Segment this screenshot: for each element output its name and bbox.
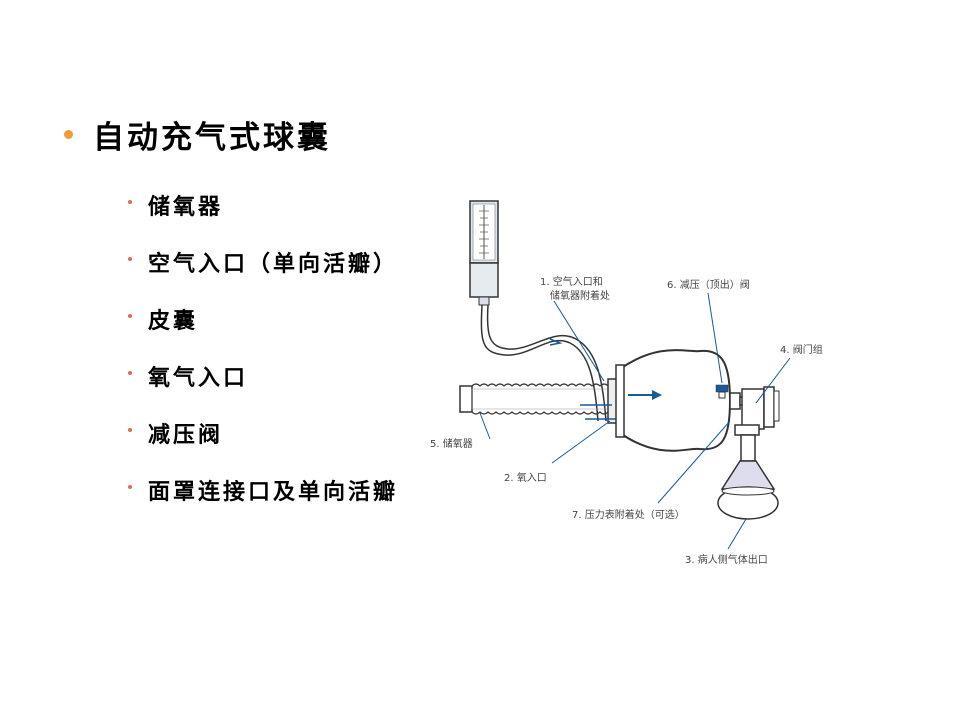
list-item-text: 皮囊 bbox=[148, 307, 199, 334]
list-item-text: 储氧器 bbox=[148, 193, 224, 220]
label-patient-outlet: 3. 病人侧气体出口 bbox=[685, 553, 768, 565]
label-air-inlet: 1. 空气入口和 bbox=[540, 275, 603, 288]
leader-line-2 bbox=[551, 420, 611, 464]
list-item-text: 减压阀 bbox=[148, 421, 224, 448]
leader-line-1 bbox=[553, 300, 605, 382]
label-valve-assembly: 4. 阀门组 bbox=[780, 343, 823, 356]
label-reservoir: 5. 储氧器 bbox=[430, 437, 473, 450]
reservoir-gauge-icon bbox=[469, 200, 499, 306]
list-item: 储氧器 bbox=[128, 176, 398, 233]
list-item: 减压阀 bbox=[128, 404, 398, 461]
component-list: 储氧器 空气入口（单向活瓣） 皮囊 氧气入口 减压阀 面罩连接口及单向活瓣 bbox=[128, 176, 398, 518]
reservoir-tube bbox=[459, 383, 617, 415]
valve-assembly-icon bbox=[734, 386, 780, 462]
leader-line-4 bbox=[755, 357, 791, 404]
bag-valve-mask-diagram: 1. 空气入口和 储氧器附着处 2. 氧入口 3. 病人侧气体出口 4. 阀门组… bbox=[430, 193, 835, 565]
list-item-text: 空气入口（单向活瓣） bbox=[148, 250, 399, 277]
list-item-text: 氧气入口 bbox=[148, 364, 249, 391]
label-air-inlet-2: 储氧器附着处 bbox=[550, 289, 610, 302]
list-item: 氧气入口 bbox=[128, 347, 398, 404]
bag-body bbox=[615, 349, 732, 452]
leader-line-7 bbox=[657, 420, 731, 504]
pressure-relief-valve-icon bbox=[715, 384, 729, 399]
bullet-icon bbox=[128, 484, 132, 489]
face-mask-icon bbox=[717, 460, 779, 520]
leader-line-5 bbox=[479, 412, 491, 440]
label-pressure-gauge: 7. 压力表附着处（可选） bbox=[572, 508, 685, 521]
bullet-icon bbox=[128, 370, 132, 375]
list-item: 空气入口（单向活瓣） bbox=[128, 233, 398, 290]
list-item-text: 面罩连接口及单向活瓣 bbox=[148, 478, 399, 505]
bullet-icon bbox=[128, 313, 132, 318]
bullet-icon bbox=[128, 256, 132, 261]
slide-title: 自动充气式球囊 bbox=[93, 120, 331, 156]
title-bullet-icon bbox=[64, 130, 73, 139]
list-item: 面罩连接口及单向活瓣 bbox=[128, 461, 398, 518]
oxygen-tube bbox=[480, 304, 599, 422]
label-oxygen-inlet: 2. 氧入口 bbox=[504, 471, 547, 484]
leader-line-6 bbox=[707, 292, 723, 384]
bullet-icon bbox=[128, 427, 132, 432]
bullet-icon bbox=[128, 199, 132, 204]
leader-line-3 bbox=[727, 518, 747, 550]
slide-title-row: 自动充气式球囊 bbox=[64, 112, 331, 157]
label-pressure-relief: 6. 减压（顶出）阀 bbox=[667, 278, 750, 291]
list-item: 皮囊 bbox=[128, 290, 398, 347]
